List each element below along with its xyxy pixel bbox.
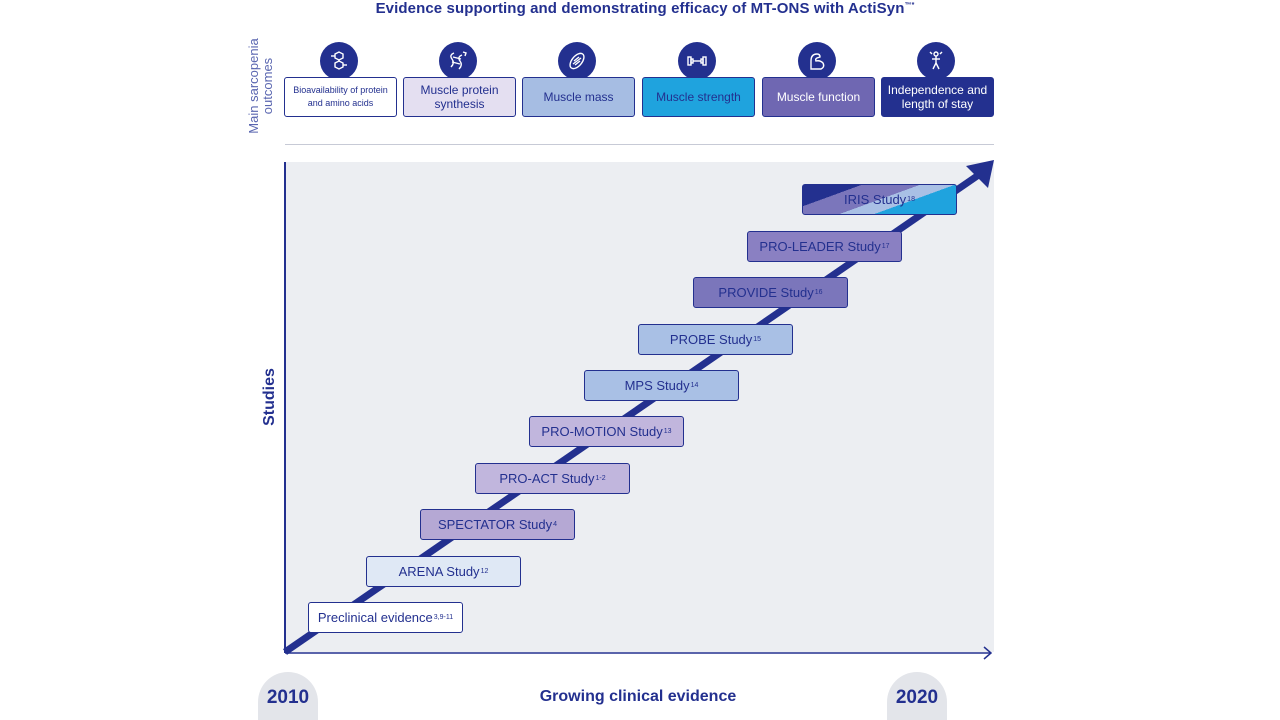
- outcome-label: Muscle protein synthesis: [420, 83, 499, 111]
- study-name: IRIS Study: [844, 192, 907, 207]
- flexed-arm-icon: [798, 42, 836, 80]
- study-name: SPECTATOR Study: [437, 517, 553, 532]
- outcome-label: Muscle strength: [656, 90, 741, 104]
- walking-person-icon: [917, 42, 955, 80]
- outcome-box: Bioavailability of protein and amino aci…: [284, 77, 397, 117]
- protein-synthesis-icon: [439, 42, 477, 80]
- study-name: PROBE Study: [669, 332, 753, 347]
- study-name: MPS Study: [624, 378, 690, 393]
- study-name: PRO-LEADER Study: [759, 239, 881, 254]
- outcome-label: Independence and length of stay: [887, 83, 988, 111]
- study-name: Preclinical evidence: [317, 610, 433, 625]
- outcome-box: Muscle protein synthesis: [403, 77, 516, 117]
- outcome-box: Muscle mass: [522, 77, 635, 117]
- title-text: Evidence supporting and demonstrating ef…: [375, 0, 905, 17]
- muscle-icon: [558, 42, 596, 80]
- study-ref: 12: [480, 568, 489, 575]
- outcome-box: Muscle strength: [642, 77, 755, 117]
- study-ref: 16: [814, 289, 823, 296]
- study-ref: 4: [553, 521, 558, 528]
- x-axis-label: Growing clinical evidence: [539, 688, 737, 705]
- x-axis-arrowhead: [983, 646, 993, 660]
- outcome-label: Bioavailability of protein and amino aci…: [293, 85, 388, 108]
- study-ref: 18: [907, 196, 915, 203]
- chart-title: Evidence supporting and demonstrating ef…: [0, 0, 1280, 17]
- growth-arrow-head: [966, 160, 994, 188]
- section-divider: [285, 144, 994, 145]
- year-end-badge: 2020: [887, 672, 947, 720]
- outcome-box: Muscle function: [762, 77, 875, 117]
- molecule-icon: [320, 42, 358, 80]
- dumbbell-icon: [678, 42, 716, 80]
- study-name: PROVIDE Study: [718, 285, 814, 300]
- study-ref: 13: [663, 428, 672, 435]
- study-ref: 14: [690, 382, 699, 389]
- study-name: PRO-ACT Study: [499, 471, 595, 486]
- study-ref: 17: [881, 243, 890, 250]
- outcome-label: Muscle function: [776, 90, 861, 104]
- study-ref: 1-2: [595, 475, 606, 482]
- study-name: ARENA Study: [398, 564, 480, 579]
- year-start-badge: 2010: [258, 672, 318, 720]
- study-name: PRO-MOTION Study: [541, 424, 663, 439]
- outcome-box: Independence and length of stay: [881, 77, 994, 117]
- title-mark: ™*: [904, 2, 915, 9]
- outcome-label: Muscle mass: [543, 90, 614, 104]
- study-ref: 3,9-11: [433, 614, 454, 621]
- study-ref: 15: [753, 336, 762, 343]
